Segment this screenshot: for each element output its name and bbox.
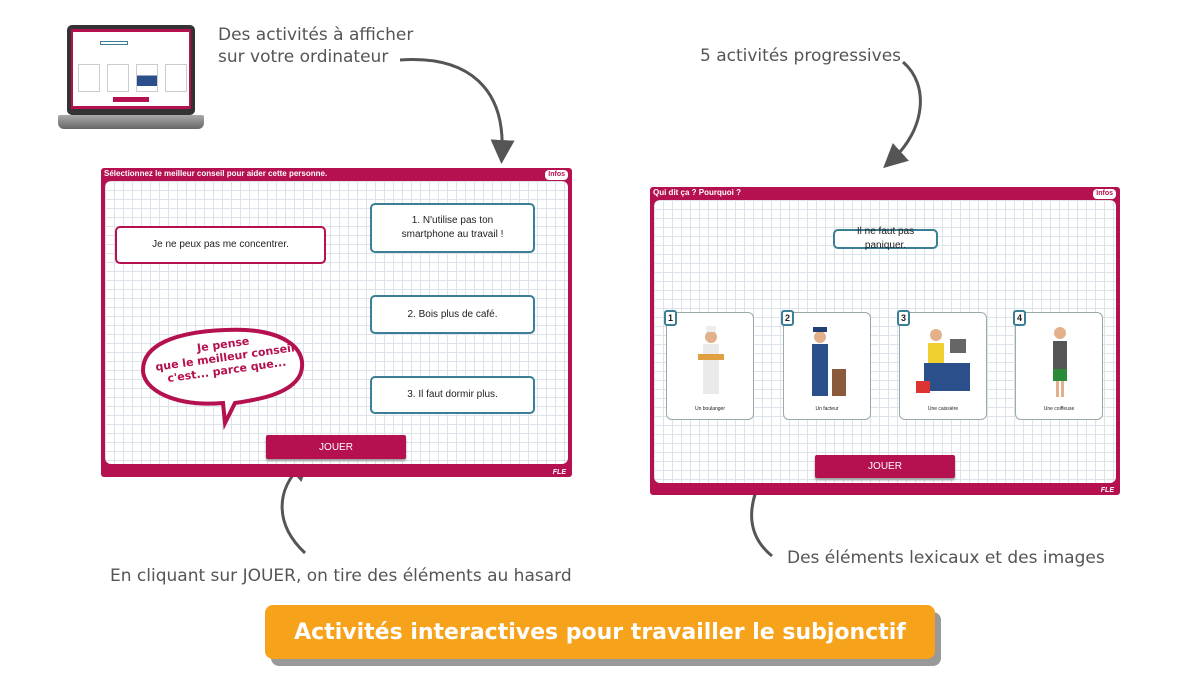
logo: FLE <box>1100 487 1114 494</box>
cashier-icon <box>916 329 970 393</box>
card-baker[interactable]: 1 Un boulanger <box>664 310 754 420</box>
card-hairdresser[interactable]: 4 Une coiffeuse <box>1013 310 1103 420</box>
option-2[interactable]: 2. Bois plus de café. <box>370 295 535 334</box>
logo: FLE <box>552 469 566 476</box>
statement-box: Il ne faut pas paniquer. <box>833 226 938 251</box>
infos-button[interactable]: Infos <box>545 170 568 180</box>
card-number: 2 <box>781 310 794 326</box>
problem-box: Je ne peux pas me concentrer. <box>115 226 326 264</box>
card-number: 3 <box>897 310 910 326</box>
play-button[interactable]: JOUER <box>266 435 406 459</box>
card-label: Un facteur <box>815 406 839 412</box>
caption-progressive: 5 activités progressives <box>700 46 902 66</box>
arrow-icon <box>399 58 515 164</box>
caption-lexical: Des éléments lexicaux et des images <box>787 548 1105 568</box>
card-label: Une caissière <box>927 406 959 412</box>
caption-line: Des activités à afficher <box>218 25 414 45</box>
card-label: Une coiffeuse <box>1043 406 1075 412</box>
card-number: 4 <box>1013 310 1026 326</box>
option-3[interactable]: 3. Il faut dormir plus. <box>370 376 535 414</box>
play-button[interactable]: JOUER <box>815 455 955 478</box>
infos-button[interactable]: Infos <box>1093 189 1116 199</box>
arrow-icon <box>280 456 311 555</box>
card-postman[interactable]: 2 Un facteur <box>781 310 871 420</box>
card-number: 1 <box>664 310 677 326</box>
title-banner: Activités interactives pour travailler l… <box>265 605 935 659</box>
activity2-title: Qui dit ça ? Pourquoi ? <box>653 188 741 197</box>
postman-icon <box>812 327 846 396</box>
caption-line: sur votre ordinateur <box>218 47 389 67</box>
speech-bubble <box>140 327 304 430</box>
arrow-icon <box>883 60 922 169</box>
option-1[interactable]: 1. N'utilise pas ton smartphone au trava… <box>370 203 535 253</box>
activity1-title: Sélectionnez le meilleur conseil pour ai… <box>104 169 328 178</box>
hairdresser-icon <box>1053 327 1067 397</box>
laptop-illustration <box>58 25 204 131</box>
baker-icon <box>698 326 724 394</box>
card-label: Un boulanger <box>694 406 726 412</box>
card-cashier[interactable]: 3 Une caissière <box>897 310 987 420</box>
caption-random: En cliquant sur JOUER, on tire des éléme… <box>110 566 572 586</box>
